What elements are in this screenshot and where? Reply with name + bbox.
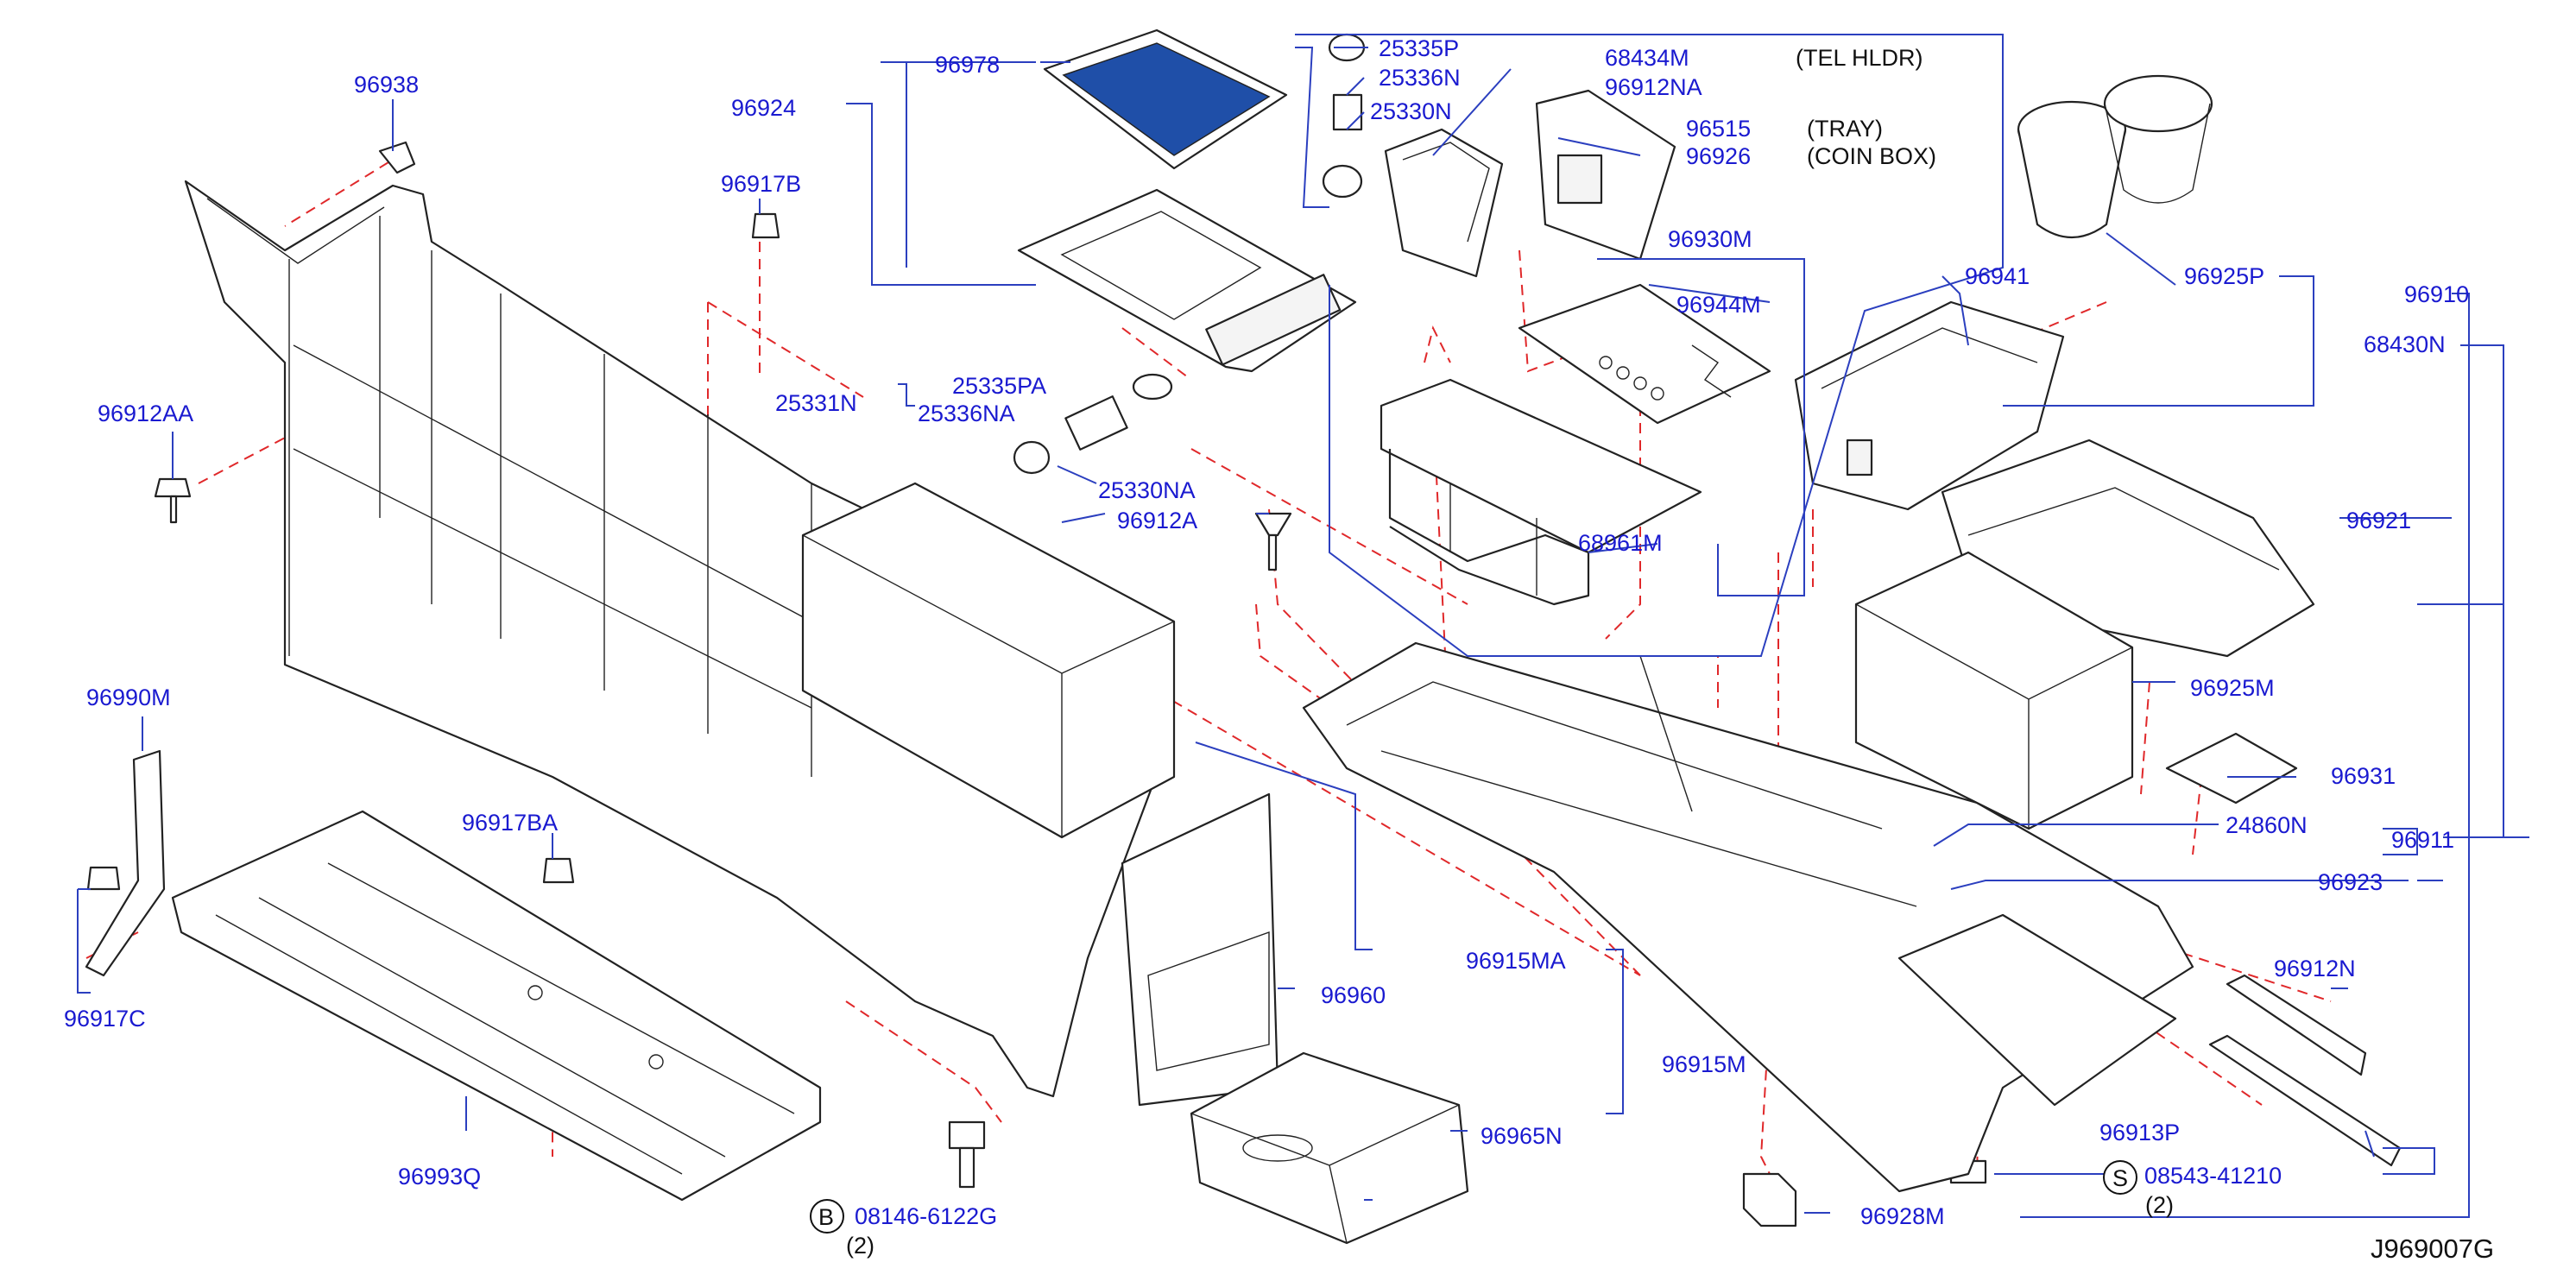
label-08146-qty: (2) <box>846 1233 874 1259</box>
screw-symbol-circle <box>2103 1160 2137 1195</box>
label-96931: 96931 <box>2331 763 2396 789</box>
label-96924: 96924 <box>731 95 796 121</box>
label-96921: 96921 <box>2346 508 2411 533</box>
side-brace-drawing <box>85 749 166 977</box>
label-08543-41210: 08543-41210 <box>2144 1163 2282 1189</box>
label-96910: 96910 <box>2404 281 2469 307</box>
label-96944m: 96944M <box>1676 292 1761 318</box>
label-25336n: 25336N <box>1379 65 1461 91</box>
label-25330n: 25330N <box>1370 98 1452 124</box>
label-25331n: 25331N <box>775 390 857 416</box>
label-96978: 96978 <box>935 52 1000 78</box>
label-68961m: 68961M <box>1578 530 1663 556</box>
armrest-lid-drawing <box>1794 300 2065 511</box>
bolt-symbol-letter: B <box>818 1204 834 1230</box>
socket-set-rear-drawing <box>1322 33 1366 199</box>
phone-holder-drawing <box>1384 128 1504 278</box>
label-96917b: 96917B <box>721 171 801 197</box>
label-96960: 96960 <box>1321 982 1386 1008</box>
label-08543-qty: (2) <box>2145 1192 2174 1218</box>
rear-panel-drawing <box>1121 792 1279 1107</box>
label-08146-6122g: 08146-6122G <box>855 1203 997 1229</box>
cup-holder-drawing <box>2017 74 2213 239</box>
label-68434m: 68434M <box>1605 45 1689 71</box>
connector-drawing <box>1742 1172 1797 1227</box>
label-68430n: 68430N <box>2364 331 2446 357</box>
label-96965n: 96965N <box>1481 1123 1563 1149</box>
blue-mat <box>1062 42 1271 156</box>
label-96912aa: 96912AA <box>98 401 193 426</box>
label-25335p: 25335P <box>1379 35 1459 61</box>
label-96941: 96941 <box>1965 263 2030 289</box>
lower-bracket-drawing <box>171 810 822 1202</box>
label-96912na: 96912NA <box>1605 74 1702 100</box>
note-tray: (TRAY) <box>1807 116 1883 142</box>
lid-tray-drawing <box>1043 28 1288 170</box>
upper-frame-drawing <box>1017 188 1357 373</box>
label-96925m: 96925M <box>2190 675 2275 701</box>
leader-lines <box>77 34 2529 1218</box>
label-96923: 96923 <box>2318 869 2383 895</box>
label-96911: 96911 <box>2391 827 2454 853</box>
front-bin-drawing <box>801 482 1176 839</box>
label-96912n: 96912N <box>2274 956 2356 981</box>
label-96990m: 96990M <box>86 685 171 710</box>
label-96917ba: 96917BA <box>462 810 558 836</box>
note-tel-hldr: (TEL HLDR) <box>1796 45 1923 71</box>
ashtray-drawer-drawing <box>1190 1051 1469 1245</box>
part-labels: 96938 96917B 96912AA 96990M 96917C 96917… <box>64 35 2469 1259</box>
console-body-drawing <box>184 180 1167 1098</box>
label-96917c: 96917C <box>64 1006 146 1032</box>
circled-symbols: B S <box>810 1160 2137 1234</box>
label-96928m: 96928M <box>1860 1203 1945 1229</box>
part-notes: (TEL HLDR) (TRAY) (COIN BOX) <box>1796 45 1936 169</box>
storage-box-drawing <box>1854 551 2134 830</box>
label-25336na: 25336NA <box>918 401 1015 426</box>
label-25335pa: 25335PA <box>952 373 1046 399</box>
diagram-reference-code: J969007G <box>2371 1234 2494 1264</box>
part-drawings <box>85 28 2402 1245</box>
label-96925p: 96925P <box>2184 263 2264 289</box>
label-24860n: 24860N <box>2226 812 2308 838</box>
label-96993q: 96993Q <box>398 1164 481 1190</box>
label-25330na: 25330NA <box>1098 477 1196 503</box>
screw-symbol-letter: S <box>2112 1165 2128 1191</box>
side-rail-drawing <box>2208 974 2402 1167</box>
note-coin-box: (COIN BOX) <box>1807 143 1936 169</box>
socket-set-front-drawing <box>1013 373 1173 475</box>
coin-box-drawing <box>1535 89 1676 261</box>
bolt-symbol-circle <box>810 1199 844 1234</box>
label-96913p: 96913P <box>2099 1120 2180 1145</box>
fastener-drawings <box>86 141 1987 1189</box>
shift-plate-drawing <box>1518 283 1771 425</box>
label-96915m: 96915M <box>1662 1051 1746 1077</box>
label-96938: 96938 <box>354 72 419 98</box>
label-96515: 96515 <box>1686 116 1751 142</box>
label-96930m: 96930M <box>1668 226 1752 252</box>
label-96926: 96926 <box>1686 143 1751 169</box>
console-top-rail-drawing <box>1302 641 2194 1193</box>
label-96912a: 96912A <box>1117 508 1197 533</box>
label-96915ma: 96915MA <box>1466 948 1566 974</box>
pad-drawing <box>2165 732 2298 805</box>
